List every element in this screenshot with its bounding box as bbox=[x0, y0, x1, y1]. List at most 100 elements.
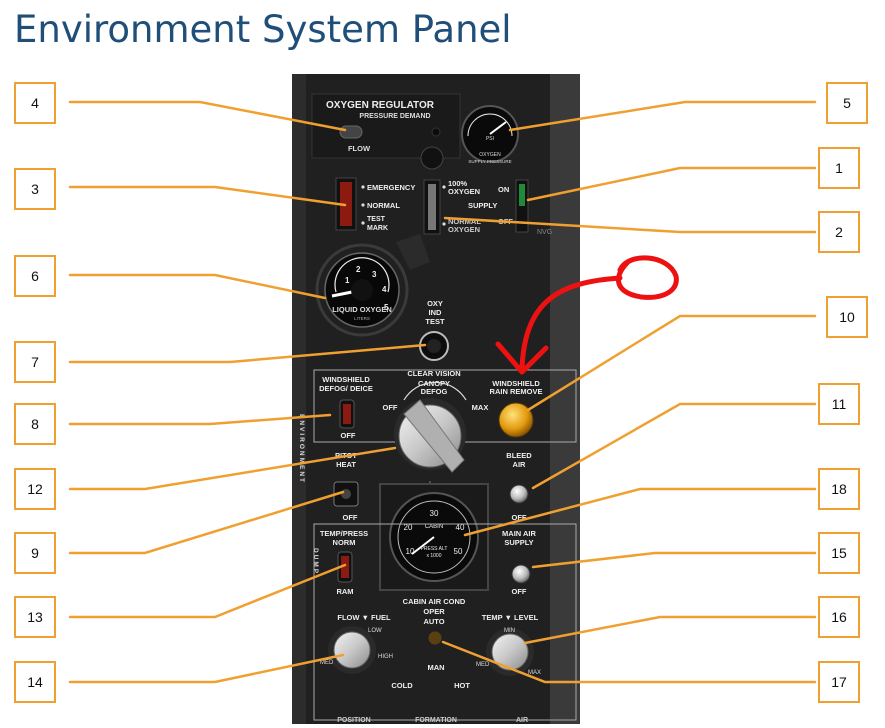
ram-label: RAM bbox=[336, 587, 353, 596]
oxy-ind-test-label-1: OXY bbox=[427, 299, 443, 308]
pitot-heat-off-label: OFF bbox=[343, 513, 358, 522]
air-label: AIR bbox=[516, 717, 528, 724]
lox-tick-label: 1 bbox=[345, 276, 350, 285]
cold-label: COLD bbox=[391, 681, 413, 690]
callout-2: 2 bbox=[818, 211, 860, 253]
oxygen-regulator-section: OXYGEN REGULATOR PRESSURE DEMAND FLOW bbox=[311, 93, 461, 170]
gauge-bracket bbox=[396, 234, 430, 270]
auto-label: AUTO bbox=[423, 617, 444, 626]
oxygen-100-label: 100% bbox=[448, 179, 468, 188]
canopy-defog-max-label: MAX bbox=[472, 403, 489, 412]
callout-10: 10 bbox=[826, 296, 868, 338]
psi-label: PSI bbox=[486, 136, 494, 142]
temp-press-switch[interactable] bbox=[341, 556, 349, 578]
indicator-dot bbox=[361, 185, 365, 189]
cabin-tick-label: 30 bbox=[430, 509, 439, 518]
liters-label: LITERS bbox=[354, 316, 370, 321]
lox-tick-label: 2 bbox=[356, 265, 361, 274]
flow-label: FLOW bbox=[348, 144, 371, 153]
temp-level-knob[interactable] bbox=[491, 633, 529, 671]
pitot-heat-label-1: PITOT bbox=[335, 451, 357, 460]
press-alt-label: PRESS ALT bbox=[421, 546, 448, 552]
oxygen-supply-lever[interactable] bbox=[519, 184, 525, 206]
temp-med-label: MED bbox=[476, 662, 490, 668]
cabin-tick-label: 10 bbox=[406, 547, 415, 556]
normal-oxygen-sub-label: OXYGEN bbox=[448, 225, 480, 234]
callout-18: 18 bbox=[818, 468, 860, 510]
callout-14: 14 bbox=[14, 661, 56, 703]
temp-press-label-1: TEMP/PRESS bbox=[320, 529, 368, 538]
environment-label: ENVIRONMENT bbox=[298, 414, 305, 484]
lox-tick-label: 3 bbox=[372, 270, 377, 279]
callout-15: 15 bbox=[818, 532, 860, 574]
canopy-defog-label-1: CANOPY bbox=[418, 379, 450, 388]
button-cap bbox=[427, 339, 441, 353]
regulator-knob[interactable] bbox=[420, 146, 444, 170]
main-air-supply-label-1: MAIN AIR bbox=[502, 529, 536, 538]
hot-label: HOT bbox=[454, 681, 470, 690]
oxygen-supply-needle bbox=[489, 121, 507, 135]
cabin-tick-label: 20 bbox=[404, 523, 413, 532]
diluter-lever[interactable] bbox=[428, 184, 436, 230]
pitot-heat-label-2: HEAT bbox=[336, 460, 356, 469]
indicator-dot bbox=[361, 203, 365, 207]
indicator-dot bbox=[442, 185, 446, 189]
callout-1: 1 bbox=[818, 147, 860, 189]
callout-7: 7 bbox=[14, 341, 56, 383]
bleed-air-label-1: BLEED bbox=[506, 451, 532, 460]
position-label: POSITION bbox=[337, 717, 370, 724]
canopy-defog-off-label: OFF bbox=[383, 403, 398, 412]
emergency-lever[interactable] bbox=[340, 182, 352, 226]
cabin-pressure-altimeter: 30 20 40 10 50 CABIN PRESS ALT x 1000 bbox=[379, 483, 489, 591]
main-air-supply-label-2: SUPPLY bbox=[504, 538, 533, 547]
man-label: MAN bbox=[427, 663, 444, 672]
clear-vision-label: CLEAR VISION bbox=[407, 369, 460, 378]
oxygen-100-sub-label: OXYGEN bbox=[448, 187, 480, 196]
callout-11: 11 bbox=[818, 383, 860, 425]
flow-selector-knob[interactable] bbox=[333, 631, 371, 669]
callout-13: 13 bbox=[14, 596, 56, 638]
oxy-ind-test-label-3: TEST bbox=[425, 317, 445, 326]
bleed-air-switch[interactable] bbox=[509, 484, 529, 504]
main-air-supply-switch[interactable] bbox=[511, 564, 531, 584]
liquid-oxygen-gauge: 1 2 3 4 5 LIQUID OXYGEN LITERS bbox=[315, 243, 409, 337]
temp-max-label: MAX bbox=[528, 670, 541, 676]
windshield-rain-remove-button[interactable] bbox=[498, 402, 534, 438]
oper-label: OPER bbox=[423, 607, 445, 616]
lox-tick-label: 5 bbox=[384, 303, 389, 312]
mark-label: MARK bbox=[367, 225, 388, 232]
temp-press-label-2: NORM bbox=[333, 538, 356, 547]
bleed-air-off-label: OFF bbox=[512, 513, 527, 522]
rain-remove-label-1: WINDSHIELD bbox=[492, 379, 540, 388]
windshield-defog-switch[interactable] bbox=[343, 404, 351, 424]
cabin-air-cond-label: CABIN AIR COND bbox=[403, 597, 466, 606]
liquid-oxygen-label: LIQUID OXYGEN bbox=[332, 305, 392, 314]
x1000-label: x 1000 bbox=[426, 553, 441, 559]
cabin-tick-label: 50 bbox=[454, 547, 463, 556]
callout-6: 6 bbox=[14, 255, 56, 297]
oper-auto-switch[interactable] bbox=[427, 630, 443, 646]
callout-5: 5 bbox=[826, 82, 868, 124]
flow-fuel-label: FLOW ▼ FUEL bbox=[337, 613, 391, 622]
canopy-defog-knob[interactable] bbox=[394, 398, 466, 473]
supply-pressure-label: SUPPLY PRESSURE bbox=[468, 159, 511, 164]
formation-label: FORMATION bbox=[415, 717, 457, 724]
windshield-defog-label-1: WINDSHIELD bbox=[322, 375, 370, 384]
flow-low-label: LOW bbox=[368, 628, 382, 634]
callout-3: 3 bbox=[14, 168, 56, 210]
oxygen-gauge-label: OXYGEN bbox=[479, 152, 501, 158]
cabin-label: CABIN bbox=[425, 524, 443, 530]
cabin-altitude-needle bbox=[411, 536, 435, 555]
temp-level-label: TEMP ▼ LEVEL bbox=[482, 613, 539, 622]
pressure-demand-label: PRESSURE DEMAND bbox=[359, 113, 430, 120]
supply-on-label: ON bbox=[498, 185, 509, 194]
indicator-dot bbox=[442, 222, 446, 226]
oxygen-regulator-label: OXYGEN REGULATOR bbox=[326, 100, 435, 111]
dump-label: DUMP bbox=[312, 548, 319, 575]
callout-8: 8 bbox=[14, 403, 56, 445]
emergency-label: EMERGENCY bbox=[367, 183, 415, 192]
environment-control-panel: OXYGEN REGULATOR PRESSURE DEMAND FLOW PS… bbox=[292, 74, 580, 724]
flow-med-label: MED bbox=[320, 660, 334, 666]
mount-hole bbox=[431, 127, 441, 137]
flow-high-label: HIGH bbox=[378, 654, 393, 660]
